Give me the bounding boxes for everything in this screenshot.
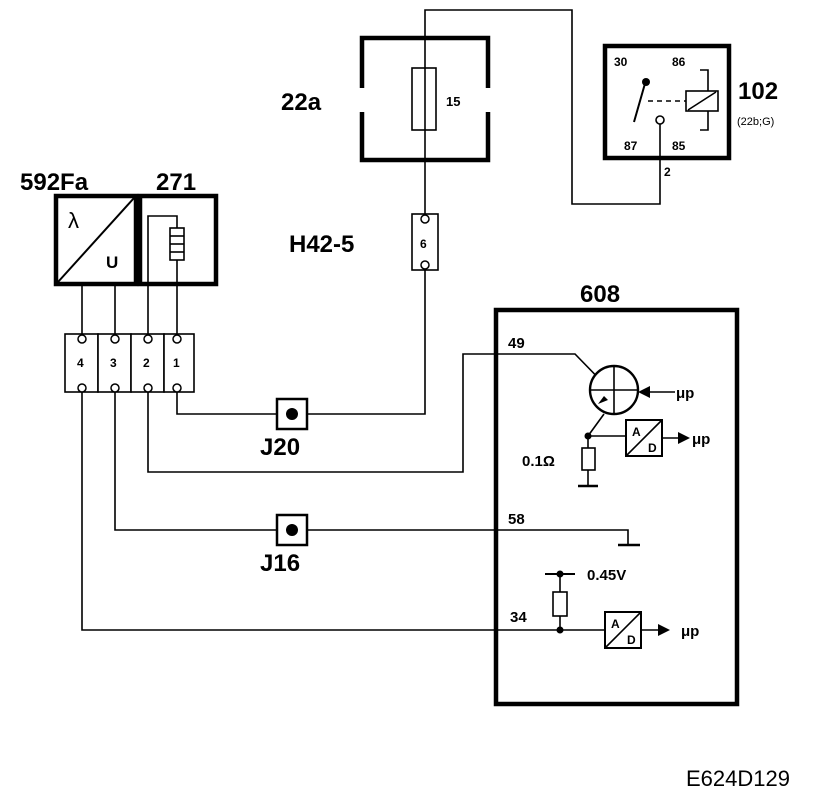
ecu-608: 608 49 μp 0.1Ω A D μp 58 0.45V 34 — [493, 281, 740, 707]
wire-fuse-to-relay — [424, 9, 661, 205]
ecu-resistor-label: 0.1Ω — [522, 453, 555, 470]
ecu-control-arrow-head — [638, 386, 650, 398]
ecu-voltage-label: 0.45V — [587, 567, 626, 584]
sensor-heater-box — [137, 193, 219, 287]
wire-pin3-to-ecu-58 — [114, 392, 629, 545]
relay-pin-30: 30 — [614, 55, 628, 69]
ecu-adc-2-d: D — [627, 633, 636, 647]
connector-h-pin: 6 — [420, 237, 427, 251]
sensor-u-symbol: U — [106, 253, 118, 272]
wire-pin2-to-ecu-49 — [147, 353, 613, 473]
heater-wire-left — [147, 215, 178, 284]
connector-pin-1: 1 — [173, 356, 180, 370]
connector-h42-5: 6 H42-5 — [289, 213, 439, 271]
connector-hole-4-top — [77, 334, 87, 344]
relay-sublabel: (22b;G) — [737, 116, 774, 128]
connector-hole-3-bottom — [110, 383, 120, 393]
ecu-adc-2-a: A — [611, 617, 620, 631]
relay-coil-diagonal — [687, 91, 717, 111]
connector-h-hole-top — [420, 214, 430, 224]
ecu-adc-2-diagonal — [604, 611, 642, 649]
ecu-mp-3: μp — [681, 623, 699, 640]
connector-hole-1-bottom — [172, 383, 182, 393]
ecu-adc-1-arrow — [678, 432, 690, 444]
relay-wire-number: 2 — [664, 165, 671, 179]
ecu-adc-1-d: D — [648, 441, 657, 455]
ecu-sense-wire — [586, 413, 626, 437]
ecu-outline — [493, 307, 740, 707]
ecu-pin-34: 34 — [510, 609, 527, 626]
ecu-adc-1-diagonal — [625, 419, 663, 457]
fuse-block-label: 22a — [281, 89, 322, 116]
connector-cell-1 — [163, 333, 195, 393]
junction-j16-label: J16 — [260, 550, 300, 577]
junction-j16: J16 — [260, 513, 309, 577]
ecu-pin-58: 58 — [508, 511, 525, 528]
relay-102: 30 86 87 85 102 (22b;G) 2 — [602, 43, 778, 179]
connector-pin-2: 2 — [143, 356, 150, 370]
relay-pin-86: 86 — [672, 55, 686, 69]
relay-contact-terminal — [655, 115, 665, 125]
sensor-lambda-box — [53, 193, 139, 287]
connector-hole-2-top — [143, 334, 153, 344]
connector-h-hole-bottom — [420, 260, 430, 270]
oxygen-sensor: 592Fa 271 λ U — [20, 169, 219, 334]
ecu-mp-2: μp — [692, 431, 710, 448]
drawing-code: E624D129 — [686, 766, 790, 791]
junction-j20-label: J20 — [260, 434, 300, 461]
ecu-adc-1-a: A — [632, 425, 641, 439]
ecu-mp-1: μp — [676, 385, 694, 402]
sensor-lambda-symbol: λ — [68, 208, 79, 233]
sensor-label-271: 271 — [156, 169, 196, 196]
fuse-number: 15 — [446, 94, 460, 109]
connector-hole-1-top — [172, 334, 182, 344]
connector-hole-3-top — [110, 334, 120, 344]
relay-label: 102 — [738, 78, 778, 105]
fuse-block-22a: 22a 15 — [281, 35, 495, 163]
ecu-adc-2-arrow — [658, 624, 670, 636]
fuse-block-gap-right — [483, 88, 495, 112]
relay-coil-wire-bottom — [700, 111, 709, 131]
relay-contact-arm — [633, 79, 647, 123]
relay-coil-wire-top — [700, 69, 709, 91]
connector-4pin: 4 3 2 1 — [64, 333, 195, 393]
sensor-diagonal — [57, 197, 135, 283]
relay-contact-pivot — [642, 78, 650, 86]
connector-h-label: H42-5 — [289, 231, 354, 258]
fuse-block-gap-left — [355, 88, 367, 112]
connector-pin-3: 3 — [110, 356, 117, 370]
connector-hole-4-bottom — [77, 383, 87, 393]
junction-j16-dot — [286, 524, 298, 536]
relay-pin-87: 87 — [624, 139, 638, 153]
wire-pin1-to-h42 — [176, 270, 426, 415]
relay-pin-85: 85 — [672, 139, 686, 153]
connector-hole-2-bottom — [143, 383, 153, 393]
junction-j20: J20 — [260, 397, 309, 461]
wire-pin4-to-ecu-34 — [81, 392, 605, 631]
ecu-pin-49: 49 — [508, 335, 525, 352]
connector-pin-4: 4 — [77, 356, 84, 370]
ecu-pullup-resistor — [552, 591, 568, 617]
fuse-element — [411, 67, 437, 131]
sensor-label-592fa: 592Fa — [20, 169, 89, 196]
relay-outline — [602, 43, 732, 161]
ecu-switch-arrowhead — [598, 396, 608, 404]
junction-j20-dot — [286, 408, 298, 420]
ecu-label: 608 — [580, 281, 620, 308]
ecu-shunt-resistor — [581, 447, 596, 471]
ecu-signal-node — [556, 626, 564, 634]
